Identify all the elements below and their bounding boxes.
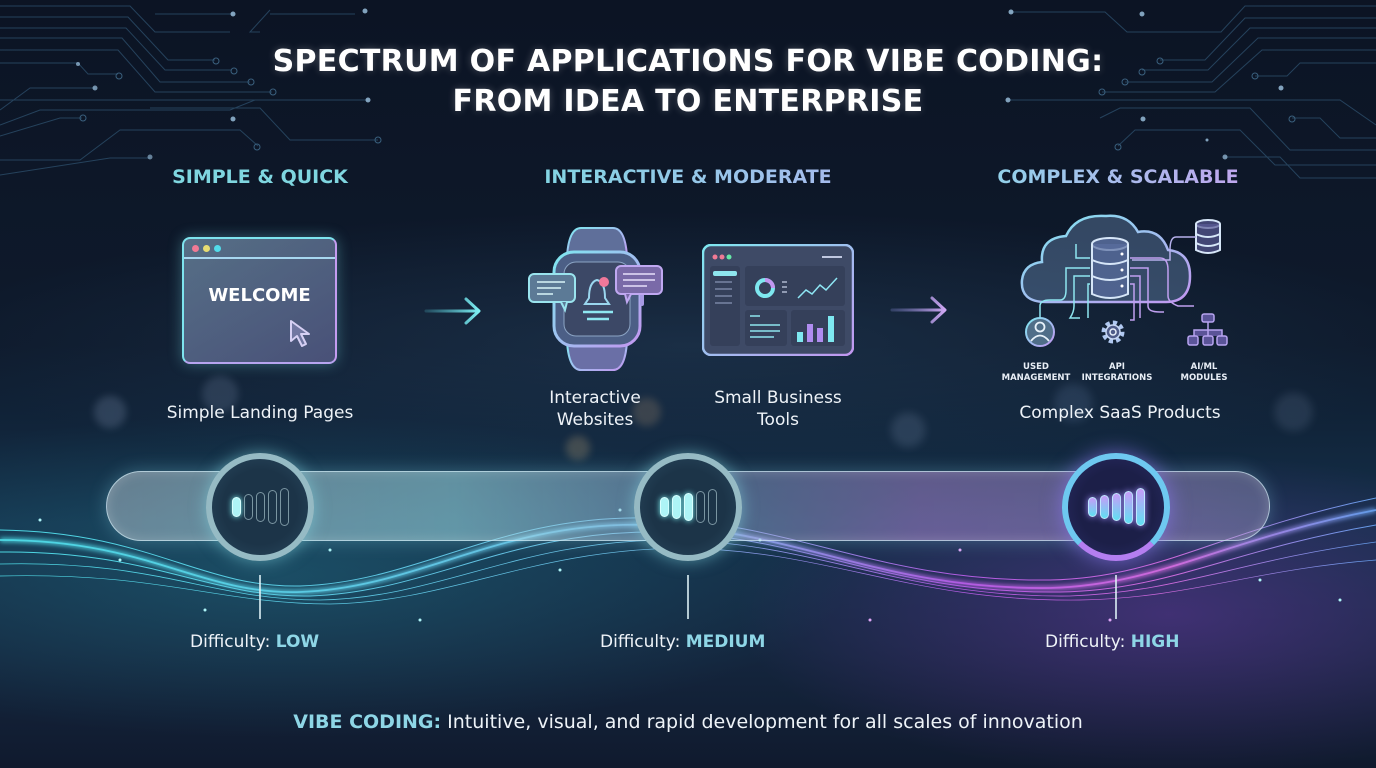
footer-tagline: VIBE CODING: Intuitive, visual, and rapi… bbox=[0, 711, 1376, 733]
signal-bar-1 bbox=[1087, 497, 1097, 517]
cloud-database-icon bbox=[1020, 214, 1228, 347]
module-label-aiml-modules: AI/ML MODULES bbox=[1180, 362, 1228, 383]
signal-bar-3 bbox=[255, 492, 265, 522]
title-line-1: SPECTRUM OF APPLICATIONS FOR VIBE CODING… bbox=[272, 44, 1104, 79]
page-title: SPECTRUM OF APPLICATIONS FOR VIBE CODING… bbox=[0, 42, 1376, 122]
difficulty-label-low: Difficulty: LOW bbox=[190, 632, 320, 652]
signal-bar-1 bbox=[231, 497, 241, 517]
window-dot-yellow bbox=[203, 244, 210, 252]
module-label-user-management: USED MANAGEMENT bbox=[1001, 362, 1071, 383]
browser-window-icon: WELCOME bbox=[182, 237, 337, 364]
difficulty-knob-high bbox=[1062, 453, 1170, 561]
signal-bar-3 bbox=[1111, 493, 1121, 521]
module-label-api-integrations: API INTEGRATIONS bbox=[1081, 362, 1153, 383]
signal-bar-2 bbox=[671, 495, 681, 519]
category-complex-scalable: COMPLEX & SCALABLE bbox=[980, 166, 1256, 188]
difficulty-label-medium: Difficulty: MEDIUM bbox=[600, 632, 766, 652]
signal-bar-4 bbox=[695, 491, 705, 523]
footer-highlight: VIBE CODING: bbox=[293, 711, 442, 733]
tick-line-high bbox=[1115, 575, 1117, 619]
arrow-right-icon bbox=[890, 296, 947, 324]
signal-bar-5 bbox=[707, 489, 717, 525]
title-line-2: FROM IDEA TO ENTERPRISE bbox=[452, 84, 924, 119]
difficulty-level-medium: MEDIUM bbox=[685, 632, 766, 652]
signal-bar-5 bbox=[279, 488, 289, 526]
footer-text: Intuitive, visual, and rapid development… bbox=[441, 711, 1083, 733]
dashboard-icon bbox=[702, 244, 854, 356]
signal-bar-5 bbox=[1135, 488, 1145, 526]
signal-bar-1 bbox=[659, 497, 669, 517]
tick-line-medium bbox=[687, 575, 689, 619]
arrow-right-icon bbox=[424, 297, 481, 325]
difficulty-knob-low bbox=[206, 453, 314, 561]
category-interactive-moderate: INTERACTIVE & MODERATE bbox=[510, 166, 866, 188]
smartwatch-notification-icon bbox=[528, 227, 663, 371]
app-label-complex-saas-products: Complex SaaS Products bbox=[1019, 403, 1221, 423]
mouse-cursor-icon bbox=[290, 320, 310, 347]
signal-bar-2 bbox=[1099, 495, 1109, 519]
signal-bar-3 bbox=[683, 493, 693, 521]
difficulty-knob-medium bbox=[634, 453, 742, 561]
app-label-small-business-tools: Small Business Tools bbox=[714, 388, 842, 430]
signal-bar-4 bbox=[267, 490, 277, 524]
difficulty-level-high: HIGH bbox=[1130, 632, 1180, 652]
window-dot-cyan bbox=[214, 244, 221, 252]
signal-bar-2 bbox=[243, 494, 253, 520]
tick-line-low bbox=[259, 575, 261, 619]
signal-bar-4 bbox=[1123, 490, 1133, 524]
difficulty-label-high: Difficulty: HIGH bbox=[1045, 632, 1180, 652]
category-simple-quick: SIMPLE & QUICK bbox=[172, 166, 348, 188]
window-dot-red bbox=[192, 244, 199, 252]
app-label-interactive-websites: Interactive Websites bbox=[549, 388, 641, 430]
difficulty-level-low: LOW bbox=[275, 632, 320, 652]
app-label-simple-landing-pages: Simple Landing Pages bbox=[166, 403, 354, 423]
welcome-text: WELCOME bbox=[208, 285, 311, 306]
